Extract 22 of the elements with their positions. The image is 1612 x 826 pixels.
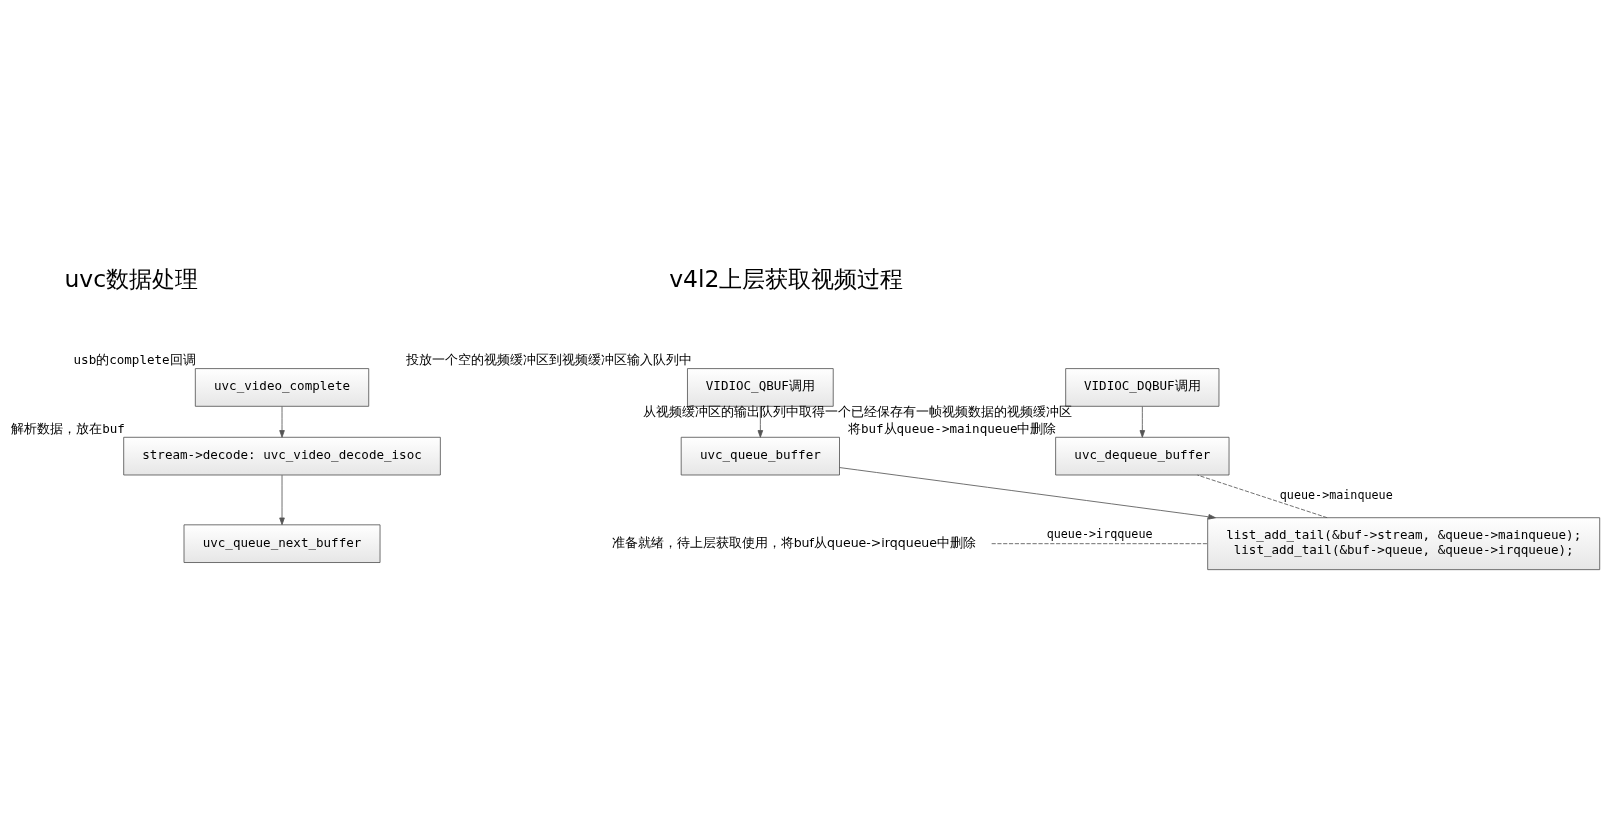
arrow [279, 406, 285, 438]
node-label: 从视频缓冲区的输出队列中取得一个已经保存有一帧视频数据的视频缓冲区 [643, 404, 1073, 420]
node-label: usb的complete回调 [73, 352, 196, 368]
node-box: list_add_tail(&buf->stream, &queue->mainqueue); list_add_tail(&buf->queue, &queue->irqqueue); [1207, 517, 1601, 571]
node-box: uvc_queue_buffer [680, 436, 840, 476]
edge-label: queue->irqqueue [1046, 526, 1153, 541]
node-text: 准备就绪，待上层获取使用，将buf从queue->irqqueue中删除 [611, 534, 977, 550]
edge-label: queue->mainqueue [1279, 488, 1393, 503]
arrow [1139, 406, 1146, 438]
node-box: uvc_dequeue_buffer [1055, 436, 1230, 476]
label: uvc数据处理 [64, 264, 199, 293]
node-box: uvc_queue_next_buffer [183, 524, 381, 563]
node-box: stream->decode: uvc_video_decode_isoc [123, 436, 441, 476]
node-box: uvc_video_complete [194, 368, 370, 407]
label: v4l2上层获取视频过程 [669, 264, 904, 293]
node-label: 投放一个空的视频缓冲区到视频缓冲区输入队列中 [405, 352, 692, 368]
connector [1197, 474, 1328, 519]
node-label: 解析数据，放在buf [11, 421, 125, 437]
connector [991, 543, 1209, 545]
arrow [279, 474, 285, 526]
arrow [839, 467, 1216, 520]
node-label: 将buf从queue->mainqueue中删除 [847, 421, 1057, 437]
